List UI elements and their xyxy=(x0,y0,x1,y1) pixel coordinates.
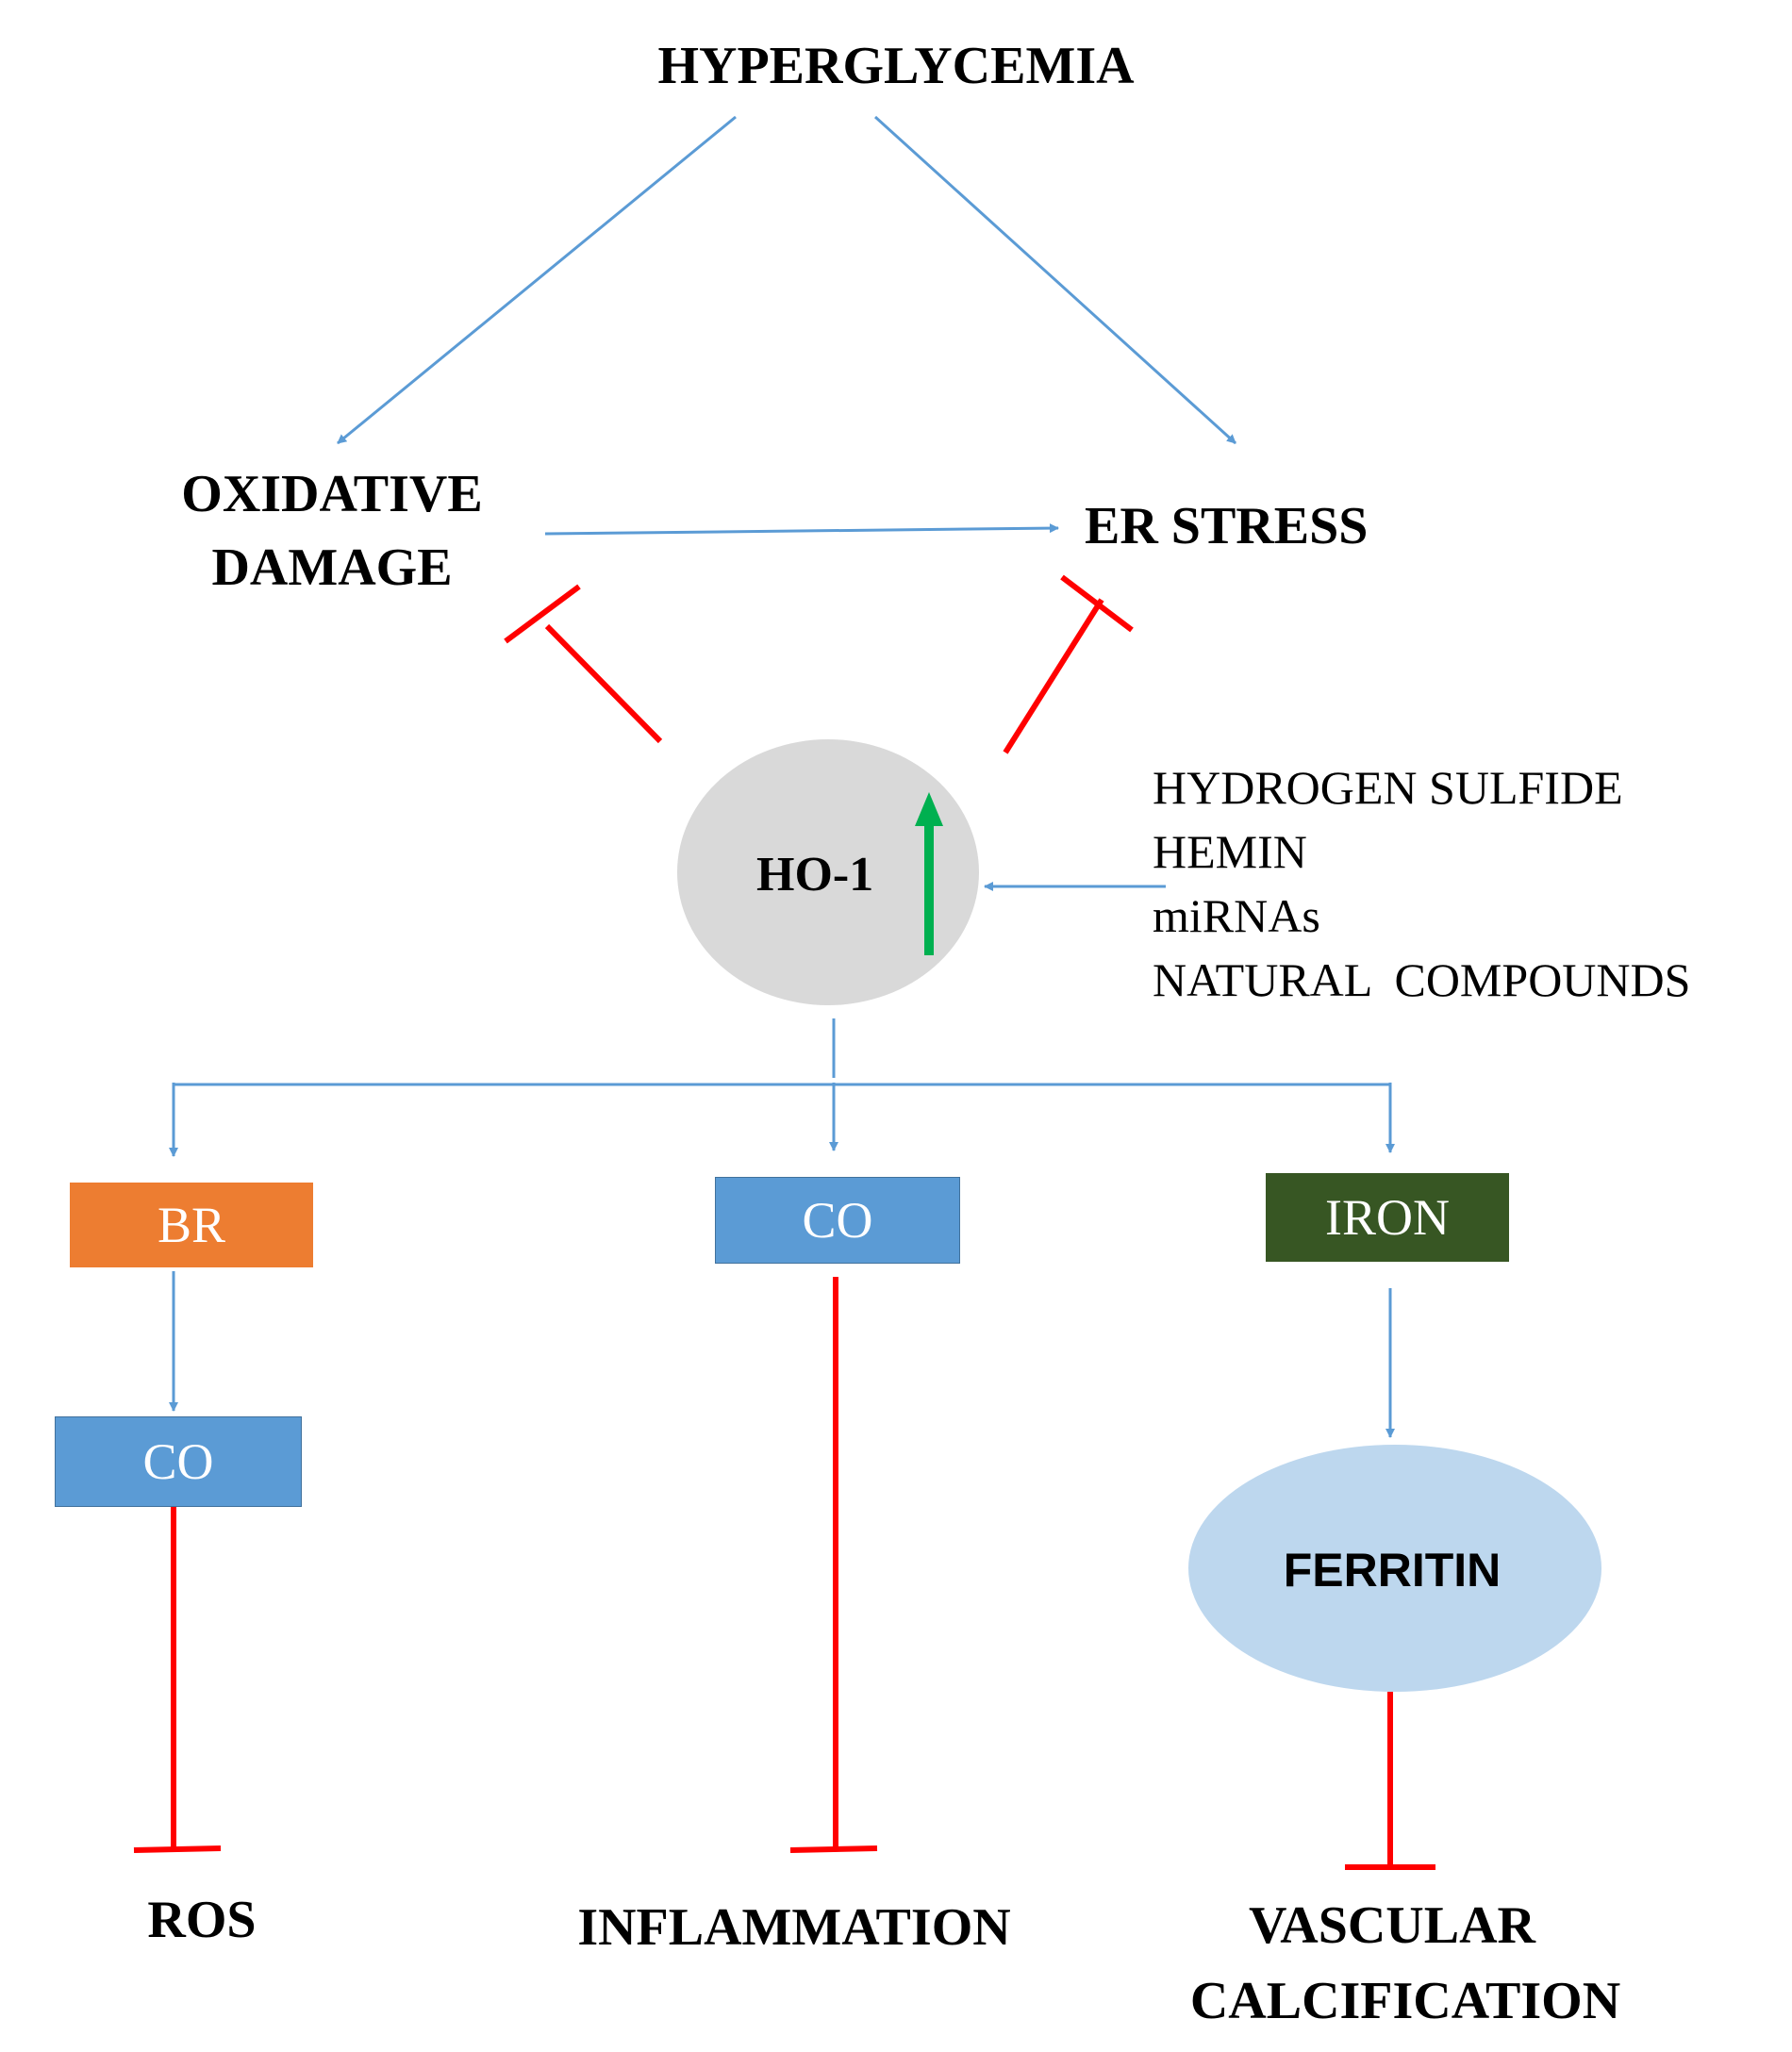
hyperglycemia-label: HYPERGLYCEMIA xyxy=(657,37,1135,95)
co-box-left: CO xyxy=(55,1416,302,1507)
vascular-calcification-label-line1: VASCULAR xyxy=(1249,1896,1535,1955)
iron-box: IRON xyxy=(1266,1173,1509,1262)
arrow-hyperglycemia-to-er-stress xyxy=(873,115,1237,445)
inhibit-co-inflammation-bar xyxy=(789,1845,878,1853)
iron-label: IRON xyxy=(1325,1189,1450,1246)
inhibit-co-ros-bar xyxy=(133,1845,222,1853)
oxidative-damage-label-line2: DAMAGE xyxy=(211,538,453,597)
br-box: BR xyxy=(70,1183,313,1267)
ferritin-label: FERRITIN xyxy=(1283,1544,1502,1597)
inducer-mirnas: miRNAs xyxy=(1153,889,1320,942)
inducer-hemin: HEMIN xyxy=(1153,825,1307,878)
upregulation-arrow-icon xyxy=(915,792,943,955)
inducer-natural-compounds: NATURAL COMPOUNDS xyxy=(1153,953,1691,1006)
inhibit-ho1-er-bar xyxy=(1060,574,1134,633)
inducer-hydrogen-sulfide: HYDROGEN SULFIDE xyxy=(1153,761,1623,814)
arrow-oxidative-to-er-stress xyxy=(544,523,1059,536)
ros-label: ROS xyxy=(147,1891,257,1949)
br-label: BR xyxy=(157,1197,226,1253)
inhibit-ho1-oxidative-stem xyxy=(544,623,663,744)
co-left-label: CO xyxy=(142,1433,214,1490)
inflammation-label: INFLAMMATION xyxy=(577,1898,1011,1957)
inhibit-ho1-oxidative-bar xyxy=(504,584,581,644)
arrow-hyperglycemia-to-oxidative xyxy=(337,115,737,445)
ferritin-node xyxy=(1188,1445,1601,1692)
inhibit-ho1-er-stem xyxy=(1003,598,1104,754)
activation-arrows xyxy=(169,115,1395,1438)
co-box-middle: CO xyxy=(715,1177,960,1264)
vascular-calcification-label-line2: CALCIFICATION xyxy=(1189,1972,1621,2030)
co-middle-label: CO xyxy=(802,1192,873,1249)
er-stress-label: ER STRESS xyxy=(1085,497,1369,555)
oxidative-damage-label-line1: OXIDATIVE xyxy=(181,465,483,523)
ho1-label: HO-1 xyxy=(756,848,874,902)
inhibition-lines xyxy=(133,574,1435,1870)
